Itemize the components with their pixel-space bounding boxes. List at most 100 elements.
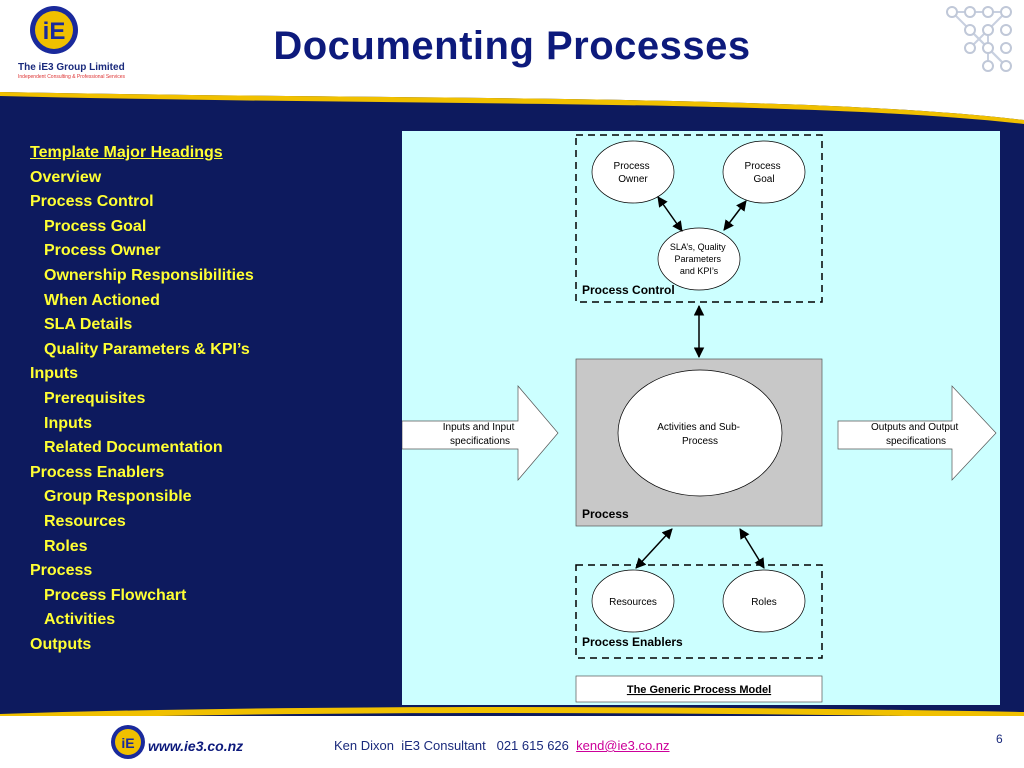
svg-text:SLA’s, Quality Parameter: SLA’s, Quality Parameters and KPI’s [670,242,728,276]
outline-item: Related Documentation [30,438,254,463]
outline-item: Quality Parameters & KPI’s [30,340,254,365]
logo-company-name: The iE3 Group Limited [18,62,125,73]
activities-node [617,369,783,497]
outline-item-text: Process Enablers [30,463,165,481]
outline-item-text: Inputs [44,414,92,432]
resources-node [591,569,675,633]
outputs-line2: specifications [886,436,946,447]
process-goal-node [722,140,806,204]
process-enablers-label: Process Enablers [582,635,683,649]
outline-item-text: Outputs [30,635,92,653]
outline-item-text: Roles [44,537,88,555]
process-control-label: Process Control [582,283,675,297]
outline-item: Roles [30,537,254,562]
svg-text:Outputs and Output speci: Outputs and Output specifications [871,422,961,447]
inputs-line2: specifications [450,436,510,447]
footer-logo-mark: iE [121,735,134,751]
outline-item-text: Overview [30,168,102,186]
generic-process-model: Process Owner Process Goal SLA’s, Qualit… [402,131,1000,705]
outline-item: Resources [30,512,254,537]
process-roles-arrow [739,528,765,569]
outline-item: Inputs [30,414,254,439]
outline-item: Outputs [30,635,254,660]
page-number: 6 [996,732,1003,746]
svg-text:Process Goal: Process Goal [745,161,784,185]
process-owner-node [591,140,675,204]
sla-quality-node [657,227,741,291]
outline-item: Process Goal [30,217,254,242]
outputs-arrow-shape [837,385,997,481]
outline-item-text: Quality Parameters & KPI’s [44,340,250,358]
roles-text: Roles [751,597,777,608]
outline-item-text: Prerequisites [44,389,146,407]
outline-item: Group Responsible [30,487,254,512]
footer-logo-icon: iE [111,725,145,759]
sla-line2: Parameters [674,254,721,264]
svg-text:Inputs and Input specifi: Inputs and Input specifications [443,422,518,447]
svg-text:Process Owner: Process Owner [614,161,653,185]
process-resources-arrow [635,528,673,569]
outline-item-text: Activities [44,611,116,629]
logo-mark: iE [43,18,66,45]
outline-item: Process [30,561,254,586]
outline-item-text: SLA Details [44,316,133,334]
outline-item-text: Process Flowchart [44,586,187,604]
slide-header: iE The iE3 Group Limited Independent Con… [0,0,1024,92]
footer-url-link[interactable]: www.ie3.co.nz [148,738,244,754]
outline-item-text: When Actioned [44,291,160,309]
outline-item-text: Template Major Headings [30,144,223,161]
svg-text:Activities and Sub- Proc: Activities and Sub- Process [657,422,743,447]
outline-item: Process Flowchart [30,586,254,611]
sla-line3: and KPI’s [680,266,719,276]
outline-item-text: Related Documentation [44,439,223,457]
activities-line2: Process [682,436,718,447]
outline-item: Ownership Responsibilities [30,266,254,291]
outline-item-text: Inputs [30,365,78,383]
outputs-line1: Outputs and Output [871,422,959,433]
outline-item-text: Group Responsible [44,488,192,506]
network-dots-icon [946,6,1012,72]
header-swoosh [0,92,1024,124]
process-goal-line1: Process [745,161,781,172]
logo-tagline: Independent Consulting & Professional Se… [18,74,126,80]
outline-item-text: Ownership Responsibilities [44,266,254,284]
process-owner-line2: Owner [618,174,648,185]
process-goal-line2: Goal [753,174,774,185]
roles-node [722,569,806,633]
process-control-box [575,134,823,303]
inputs-arrow-shape [402,385,559,481]
inputs-line1: Inputs and Input [443,422,515,433]
outline-item-text: Resources [44,512,126,530]
goal-sla-arrow [723,200,747,231]
outline-item: Process Enablers [30,463,254,488]
outline-item: Inputs [30,364,254,389]
outline-item-text: Process Owner [44,242,161,260]
process-owner-line1: Process [614,161,650,172]
outline-item-text: Process [30,562,93,580]
outline-item-text: Process Goal [44,217,147,235]
footer-swoosh [0,707,1024,720]
outline-item: Process Owner [30,241,254,266]
outline-item-text: Process Control [30,193,154,211]
process-enablers-box [575,564,823,659]
footer-contact-text: Ken Dixon iE3 Consultant 021 615 626 [334,738,577,753]
caption-box [575,675,823,703]
footer-contact: Ken Dixon iE3 Consultant 021 615 626 ken… [334,738,670,753]
slide-footer: iE www.ie3.co.nz Ken Dixon iE3 Consultan… [0,716,1024,768]
outline-item: Activities [30,610,254,635]
sla-line1: SLA’s, Quality [670,242,726,252]
ie3-logo: iE The iE3 Group Limited Independent Con… [10,4,125,84]
activities-line1: Activities and Sub- [657,422,740,433]
outline-item: SLA Details [30,315,254,340]
footer-email-link[interactable]: kend@ie3.co.nz [576,738,670,753]
resources-text: Resources [609,597,657,608]
outline-item: Overview [30,168,254,193]
outline-item: Template Major Headings [30,143,254,168]
outline-item: Prerequisites [30,389,254,414]
slide-title: Documenting Processes [273,24,751,68]
process-label: Process [582,507,629,521]
diagram-caption: The Generic Process Model [627,684,771,696]
outline-item: Process Control [30,192,254,217]
owner-sla-arrow [657,196,683,232]
